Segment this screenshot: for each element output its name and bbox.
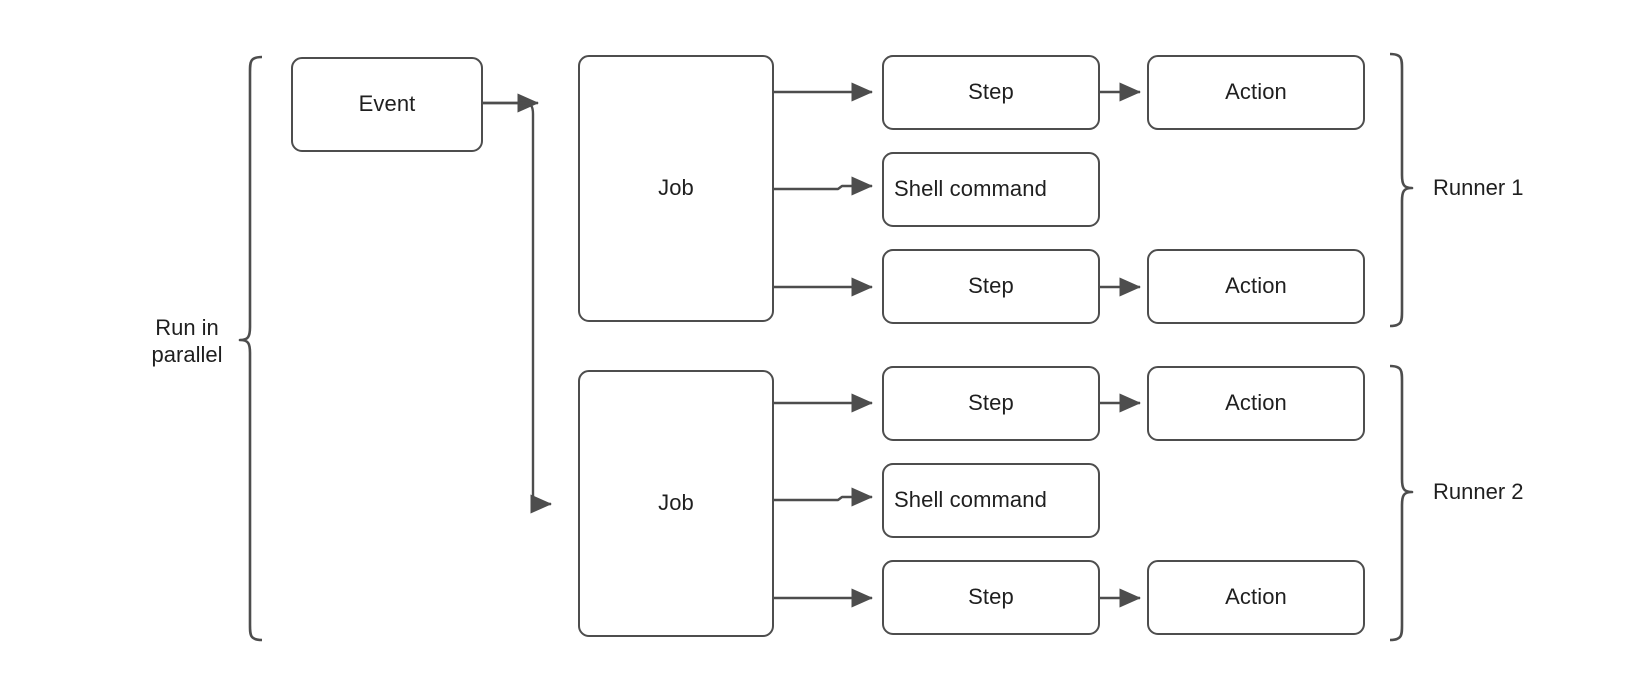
node-action-r2-2[interactable]: Action: [1147, 560, 1365, 635]
node-action-r1-2-label: Action: [1225, 273, 1287, 299]
node-action-r1-1[interactable]: Action: [1147, 55, 1365, 130]
node-job-runner-1[interactable]: Job: [578, 55, 774, 322]
node-job-runner-2-label: Job: [658, 490, 694, 516]
node-action-r2-1-label: Action: [1225, 390, 1287, 416]
node-action-r2-1[interactable]: Action: [1147, 366, 1365, 441]
node-shell-command-r2-label: Shell command: [894, 487, 1047, 513]
node-event[interactable]: Event: [291, 57, 483, 152]
node-job-runner-1-label: Job: [658, 175, 694, 201]
node-step-r1-2[interactable]: Step: [882, 249, 1100, 324]
brace-runner-1: [1389, 52, 1414, 328]
node-step-r2-1-label: Step: [968, 390, 1014, 416]
node-shell-command-r2[interactable]: Shell command: [882, 463, 1100, 538]
wire-job2-row2: [774, 487, 873, 507]
node-event-label: Event: [358, 91, 416, 117]
node-step-r1-2-label: Step: [968, 273, 1014, 299]
node-step-r1-1-label: Step: [968, 79, 1014, 105]
label-runner-1: Runner 1: [1433, 175, 1524, 200]
node-action-r2-2-label: Action: [1225, 584, 1287, 610]
node-action-r1-2[interactable]: Action: [1147, 249, 1365, 324]
node-step-r1-1[interactable]: Step: [882, 55, 1100, 130]
node-shell-command-r1[interactable]: Shell command: [882, 152, 1100, 227]
node-step-r2-2[interactable]: Step: [882, 560, 1100, 635]
wire-job1-row2: [774, 176, 873, 196]
wire-event-to-job2: [482, 101, 552, 514]
node-step-r2-1[interactable]: Step: [882, 366, 1100, 441]
node-step-r2-2-label: Step: [968, 584, 1014, 610]
brace-runner-2: [1389, 364, 1414, 642]
label-run-in-parallel: Run in parallel: [151, 315, 223, 367]
label-runner-2: Runner 2: [1433, 479, 1524, 504]
node-job-runner-2[interactable]: Job: [578, 370, 774, 637]
node-shell-command-r1-label: Shell command: [894, 176, 1047, 202]
brace-run-in-parallel: [238, 55, 263, 642]
node-action-r1-1-label: Action: [1225, 79, 1287, 105]
